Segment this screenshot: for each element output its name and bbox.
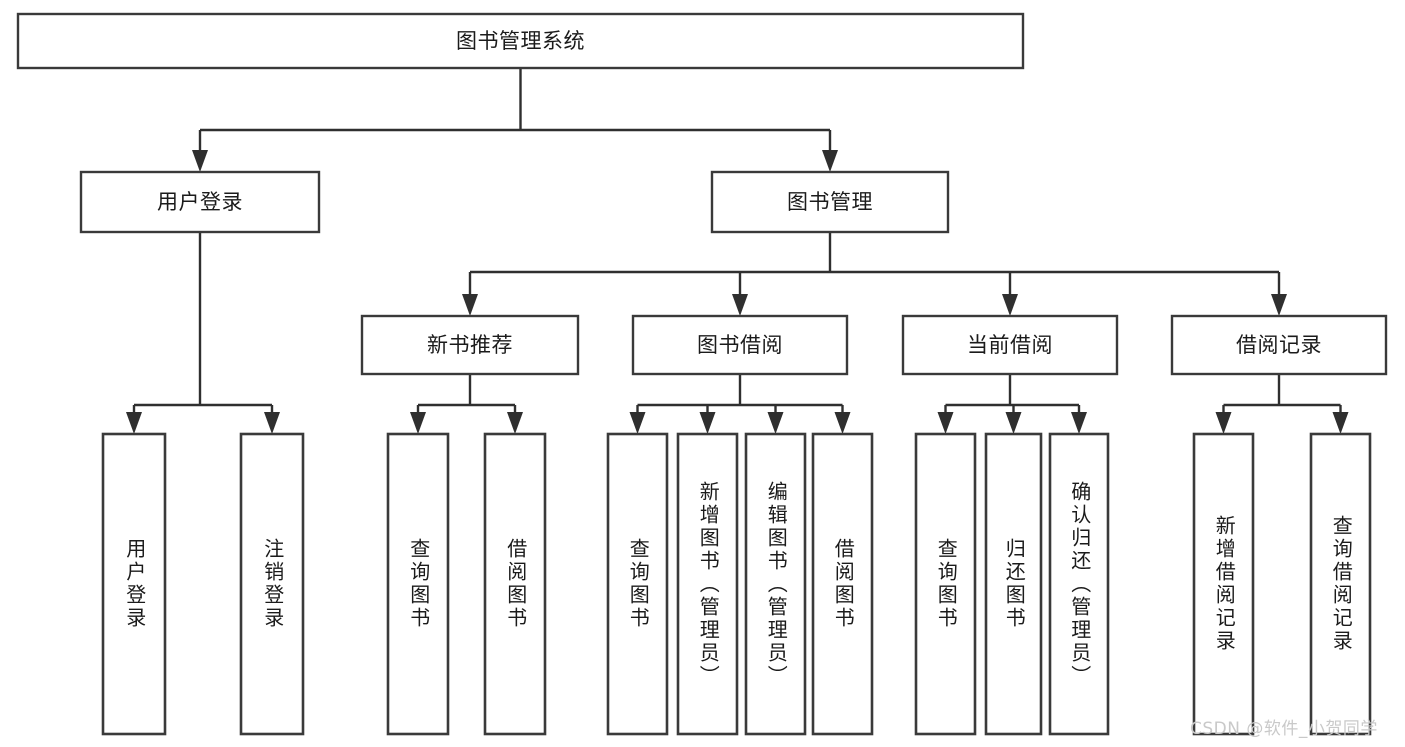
leaf-node-box-0[interactable] — [101, 432, 167, 736]
leaf-node-box-10[interactable] — [1048, 432, 1110, 736]
arrow-head-icon — [834, 412, 851, 434]
arrow-head-icon — [410, 412, 426, 434]
arrow-head-icon — [507, 412, 523, 434]
level3-node-box-2[interactable] — [901, 314, 1119, 376]
level3-node-label-1: 图书借阅 — [697, 333, 783, 357]
leaf-node-box-8[interactable] — [914, 432, 977, 736]
level3-node-label-3: 借阅记录 — [1236, 333, 1322, 357]
connector-lines — [126, 68, 1349, 434]
level3-node-box-0[interactable] — [360, 314, 580, 376]
level3-node-label-2: 当前借阅 — [967, 333, 1053, 357]
arrow-head-icon — [1071, 412, 1087, 434]
leaf-node-box-12[interactable] — [1309, 432, 1372, 736]
leaf-node-box-3[interactable] — [483, 432, 547, 736]
level2-node-label-1: 图书管理 — [787, 190, 873, 214]
arrow-head-icon — [1215, 412, 1232, 434]
leaf-node-box-5[interactable] — [676, 432, 739, 736]
level2-node-label-0: 用户登录 — [157, 190, 243, 214]
arrow-head-icon — [767, 412, 784, 434]
arrow-head-icon — [1002, 294, 1018, 316]
leaf-node-box-9[interactable] — [984, 432, 1043, 736]
level3-node-label-0: 新书推荐 — [427, 333, 513, 357]
leaf-node-box-6[interactable] — [744, 432, 807, 736]
csdn-watermark: CSDN @软件_小贺同学 — [1190, 719, 1378, 739]
leaf-node-box-1[interactable] — [239, 432, 305, 736]
level3-node-box-1[interactable] — [631, 314, 849, 376]
root-node-box[interactable] — [16, 12, 1025, 70]
arrow-head-icon — [822, 150, 838, 172]
arrow-head-icon — [732, 294, 748, 316]
node-boxes — [16, 12, 1388, 736]
arrow-head-icon — [1271, 294, 1287, 316]
leaf-node-box-7[interactable] — [811, 432, 874, 736]
root-node-label: 图书管理系统 — [456, 29, 585, 53]
level2-node-box-1[interactable] — [710, 170, 950, 234]
arrow-head-icon — [629, 412, 646, 434]
leaf-node-box-4[interactable] — [606, 432, 669, 736]
arrow-head-icon — [192, 150, 208, 172]
arrow-head-icon — [462, 294, 478, 316]
arrow-head-icon — [1332, 412, 1349, 434]
level3-node-box-3[interactable] — [1170, 314, 1388, 376]
level2-node-box-0[interactable] — [79, 170, 321, 234]
leaf-node-box-11[interactable] — [1192, 432, 1255, 736]
arrow-head-icon — [264, 412, 280, 434]
arrow-head-icon — [126, 412, 142, 434]
arrow-head-icon — [1005, 412, 1022, 434]
leaf-node-box-2[interactable] — [386, 432, 450, 736]
arrow-head-icon — [937, 412, 954, 434]
arrow-head-icon — [699, 412, 716, 434]
